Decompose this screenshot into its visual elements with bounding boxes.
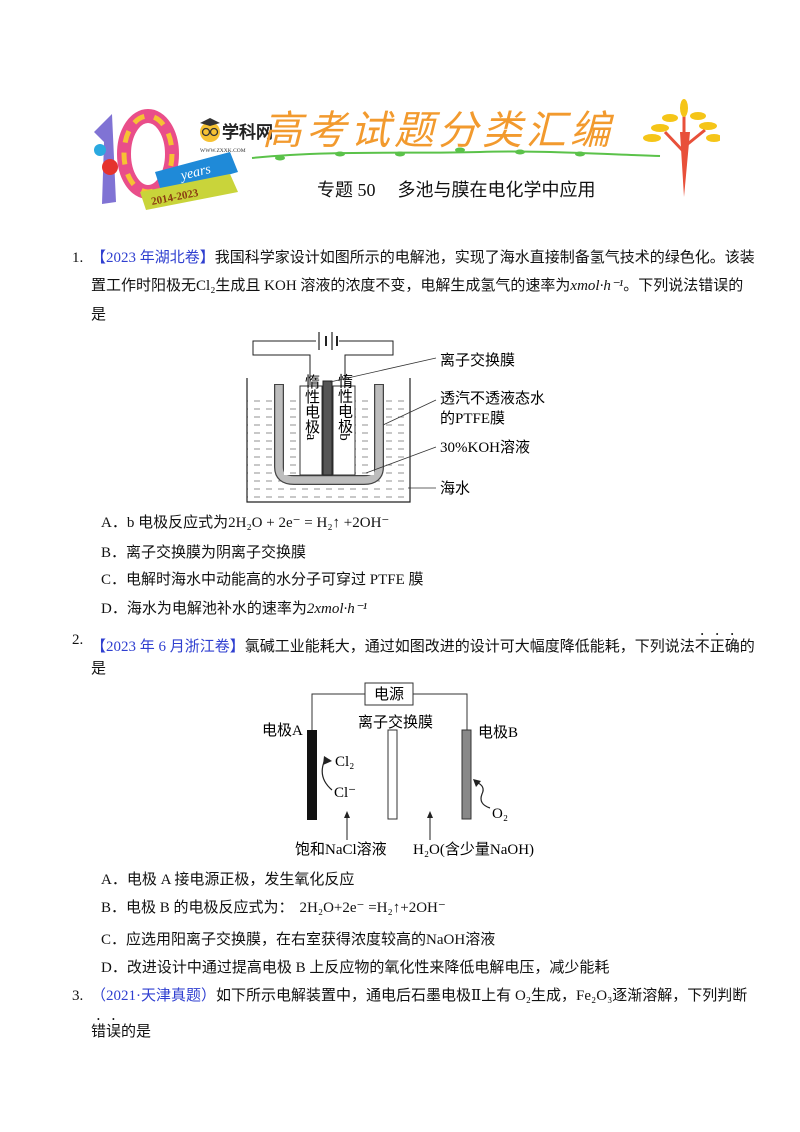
- beaker: [246, 378, 411, 503]
- wire-left: [252, 340, 316, 387]
- question-stem-line: 【2023 年 6 月浙江卷】氯碱工业能耗大，通过如图改进的设计可大幅度降低能耗…: [91, 639, 755, 655]
- option-a[interactable]: A．b 电极反应式为2H₂O + 2e⁻ = H₂↑ +2OH⁻: [101, 515, 390, 531]
- page-header: years 2014-2023 学科网 WWW.ZXXK.COM 高考试题分类汇…: [80, 92, 722, 212]
- svg-text:O₂: O₂: [492, 806, 508, 822]
- option-d[interactable]: D．改进设计中通过提高电极 B 上反应物的氧化性来降低电解电压，减少能耗: [101, 960, 610, 976]
- label-koh: 30%KOH溶液: [440, 439, 530, 456]
- svg-text:的PTFE膜: 的PTFE膜: [440, 410, 505, 427]
- ion-exchange-membrane: [322, 380, 333, 476]
- label-left-solution: 饱和NaCl溶液: [295, 841, 387, 858]
- question-number: 1.: [72, 250, 84, 266]
- chlor-alkali-figure-2: 电源 电极A 离子交换膜 电极B Cl₂ Cl⁻ O₂ 饱和NaCl溶液 H₂O…: [262, 682, 534, 858]
- label-right-solution: H₂O(含少量NaOH): [413, 841, 534, 858]
- svg-text:离子交换膜: 离子交换膜: [358, 713, 433, 731]
- label-membrane: 离子交换膜: [440, 351, 515, 369]
- header-banner: years 2014-2023 学科网 WWW.ZXXK.COM 高考试题分类汇…: [94, 99, 722, 210]
- arrow-o2: [475, 781, 491, 809]
- option-d[interactable]: D．海水为电解池补水的速率为2xmol·h⁻¹: [101, 601, 368, 617]
- svg-text:惰性电极b: 惰性电极b: [336, 373, 353, 441]
- electrode-a: [307, 730, 317, 820]
- svg-text:电源: 电源: [374, 686, 404, 703]
- svg-text:学科网: 学科网: [222, 122, 273, 142]
- question-source: 【2023 年 6 月浙江卷】: [91, 639, 245, 655]
- battery-icon: [318, 332, 338, 350]
- svg-text:惰性电极a: 惰性电极a: [303, 374, 320, 441]
- electrode-b: [461, 729, 472, 820]
- svg-text:电极B: 电极B: [478, 724, 518, 741]
- question-stem-line: （2021·天津真题）如下所示电解装置中，通电后石墨电极Ⅱ上有 O₂生成，Fe₂…: [91, 988, 748, 1004]
- question-stem-line: 是: [91, 661, 107, 677]
- label-seawater: 海水: [440, 480, 470, 497]
- wire-right: [339, 340, 394, 387]
- svg-text:Cl⁻: Cl⁻: [334, 785, 356, 801]
- option-b[interactable]: B．电极 B 的电极反应式为：2H₂O+2e⁻ =H₂↑+2OH⁻: [101, 900, 446, 916]
- option-c[interactable]: C．电解时海水中动能高的水分子可穿过 PTFE 膜: [101, 572, 424, 588]
- ten-years-logo: years 2014-2023: [94, 109, 238, 210]
- question-number: 3.: [72, 988, 84, 1004]
- option-b[interactable]: B．离子交换膜为阴离子交换膜: [101, 545, 307, 561]
- question-stem-line: 置工作时阳极无Cl₂生成且 KOH 溶液的浓度不变，电解生成氢气的速率为xmol…: [91, 278, 744, 294]
- question-stem-line: 是: [91, 307, 107, 323]
- question-source: （2021·天津真题）: [91, 988, 216, 1004]
- electrode-a: [299, 385, 323, 476]
- svg-text:Cl₂: Cl₂: [335, 754, 354, 770]
- pencil-tree-icon: [643, 99, 722, 197]
- svg-text:电极A: 电极A: [262, 722, 303, 739]
- ion-exchange-membrane: [387, 729, 398, 820]
- vine-decoration: [251, 150, 661, 159]
- option-c[interactable]: C．应选用阳离子交换膜，在右室获得浓度较高的NaOH溶液: [101, 932, 496, 948]
- question-source: 【2023 年湖北卷】: [91, 250, 215, 266]
- electrode-b: [332, 385, 356, 476]
- zxxk-logo: 学科网 WWW.ZXXK.COM: [200, 118, 273, 154]
- banner-title: 高考试题分类汇编: [262, 108, 615, 153]
- option-a[interactable]: A．电极 A 接电源正极，发生氧化反应: [101, 872, 355, 888]
- question-stem-line: 错误的是: [91, 1024, 152, 1040]
- question-stem-line: 【2023 年湖北卷】我国科学家设计如图所示的电解池，实现了海水直接制备氢气技术…: [91, 250, 755, 266]
- label-ptfe: 透汽不透液态水: [440, 390, 545, 407]
- question-number: 2.: [72, 632, 84, 648]
- svg-text:WWW.ZXXK.COM: WWW.ZXXK.COM: [200, 148, 246, 154]
- electrolysis-cell-figure-1: 惰性电极a 惰性电极b 离子交换膜 透汽不透液态水 的PTFE膜 30%KOH溶…: [246, 332, 545, 503]
